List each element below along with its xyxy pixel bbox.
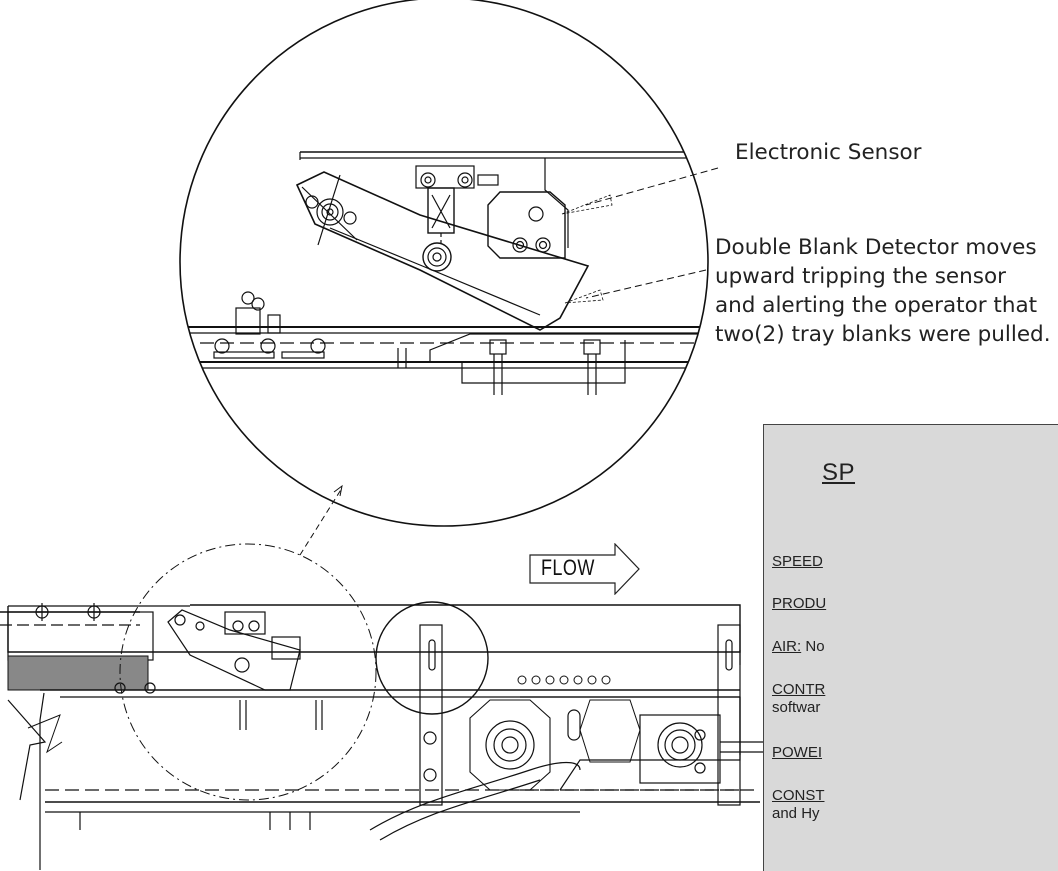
spec-label: CONTR [772, 681, 826, 698]
spec-title: SP [822, 459, 856, 486]
spec-row-speed: SPEED [772, 553, 823, 570]
callout-line: Double Blank Detector moves [715, 235, 1037, 260]
flow-label: FLOW [541, 555, 595, 580]
callout-double-blank-detector: Double Blank Detector moves upward tripp… [715, 233, 1051, 349]
spec-row-control: CONTR [772, 681, 825, 698]
callout-leaders [585, 167, 719, 299]
callout-line: upward tripping the sensor [715, 264, 1006, 289]
spec-text: No [801, 638, 825, 655]
spec-label: CONST [772, 787, 825, 804]
spec-row-control-subline: softwar [772, 699, 821, 716]
callout-line: two(2) tray blanks were pulled. [715, 322, 1051, 347]
detail-pointer [299, 484, 343, 556]
spec-row-power: POWEI [772, 744, 822, 761]
arrow-right-icon [529, 543, 640, 595]
specifications-panel: SP SPEED PRODU AIR: No CONTR softwar POW… [763, 424, 1058, 871]
spec-label: SPEED [772, 553, 823, 570]
spec-label: AIR: [772, 638, 802, 655]
detail-reference-circle [119, 543, 377, 801]
callout-electronic-sensor: Electronic Sensor [735, 140, 922, 165]
break-line-icon [27, 714, 63, 754]
spec-row-construction: CONST [772, 787, 825, 804]
callout-line: and alerting the operator that [715, 293, 1038, 318]
detail-magnified-view [179, 0, 709, 527]
flow-direction-arrow: FLOW [529, 543, 641, 595]
conveyor-overview [0, 601, 807, 870]
spec-row-construction-subline: and Hy [772, 805, 820, 822]
spec-row-product: PRODU [772, 595, 826, 612]
spec-row-air: AIR: No [772, 638, 825, 655]
spec-label: POWEI [772, 744, 823, 761]
spec-label: PRODU [772, 595, 827, 612]
